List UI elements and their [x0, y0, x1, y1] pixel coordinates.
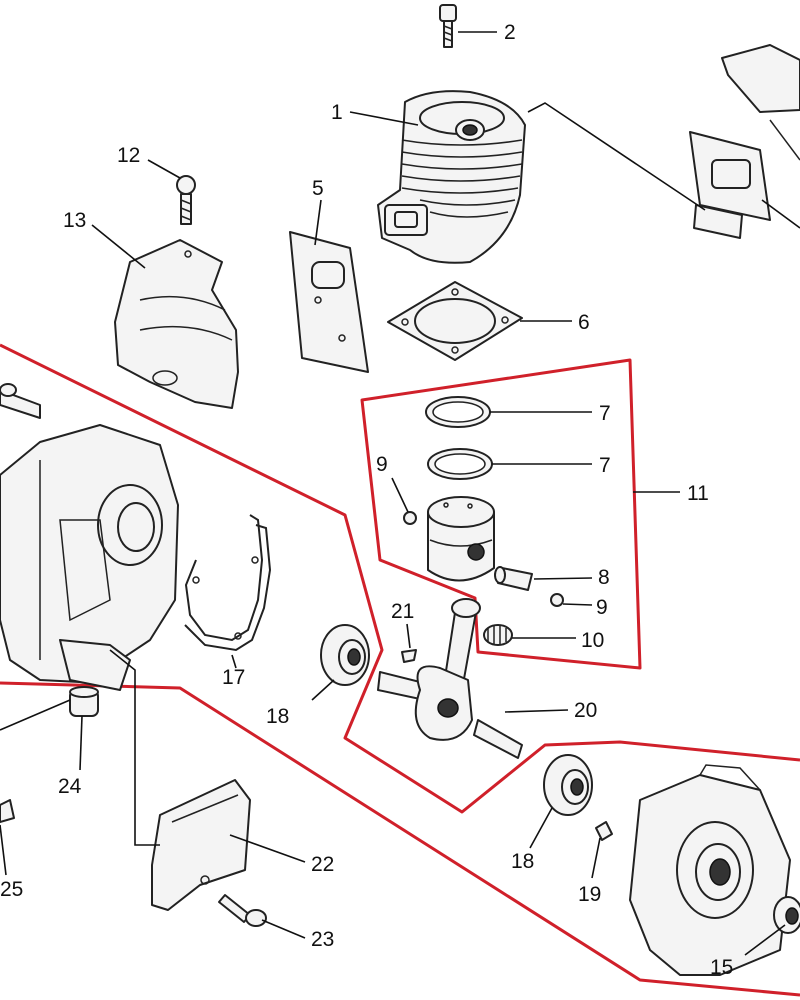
highlight-outline-left-zone	[0, 343, 800, 814]
cylinder-part	[377, 90, 526, 264]
callout-6: 6	[578, 311, 590, 334]
callout-19: 19	[578, 883, 601, 906]
oil-seal-part	[773, 896, 800, 934]
circlip-right-part	[550, 593, 564, 607]
callout-18-left: 18	[266, 705, 289, 728]
callout-5: 5	[312, 177, 324, 200]
callout-20: 20	[574, 699, 597, 722]
piston-ring-lower-part	[427, 448, 493, 480]
cover-screw-part	[218, 894, 267, 927]
callout-8: 8	[598, 566, 610, 589]
piston-ring-upper-part	[425, 396, 491, 428]
callout-17: 17	[222, 666, 245, 689]
callout-13: 13	[63, 209, 86, 232]
shield-bolt-part	[176, 175, 196, 225]
dowel-pin-part	[595, 821, 613, 841]
callout-25: 25	[0, 878, 23, 901]
piston-part	[427, 496, 495, 582]
callout-2: 2	[504, 21, 516, 44]
exhaust-gasket-part	[289, 231, 369, 373]
leader-lines	[0, 31, 800, 956]
callout-9-left: 9	[376, 453, 388, 476]
callout-22: 22	[311, 853, 334, 876]
callout-23: 23	[311, 928, 334, 951]
crankcase-right-half-part	[629, 764, 791, 976]
callout-9-right: 9	[596, 596, 608, 619]
callout-7-upper: 7	[599, 402, 611, 425]
woodruff-key-part	[401, 649, 417, 663]
cylinder-screw-part	[439, 4, 457, 48]
needle-bearing-part	[483, 624, 513, 646]
callout-1: 1	[331, 101, 343, 124]
rubber-mount-part	[69, 686, 99, 717]
callout-24: 24	[58, 775, 82, 798]
base-gasket-part	[387, 281, 523, 361]
callout-12: 12	[117, 144, 140, 167]
circlip-left-part	[403, 511, 417, 525]
muffler-bracket-part	[689, 44, 800, 239]
callout-11: 11	[687, 482, 709, 505]
crankcase-left-half-part	[0, 383, 179, 691]
highlight-outline-piston-kit	[360, 358, 642, 670]
callout-7-lower: 7	[599, 454, 611, 477]
crankshaft-part	[377, 598, 523, 759]
main-bearing-right-part	[543, 754, 593, 816]
callout-10: 10	[581, 629, 604, 652]
highlight-outline-lower-zone	[0, 681, 800, 997]
callout-21: 21	[391, 600, 414, 623]
part-25-fragment	[0, 799, 15, 823]
piston-pin-part	[494, 566, 533, 591]
main-bearing-left-part	[320, 624, 370, 686]
callout-18-right: 18	[511, 850, 534, 873]
cover-plate-part	[151, 779, 251, 911]
crankcase-gasket-part	[184, 514, 272, 652]
callout-15: 15	[710, 956, 733, 979]
heat-shield-part	[114, 239, 239, 409]
